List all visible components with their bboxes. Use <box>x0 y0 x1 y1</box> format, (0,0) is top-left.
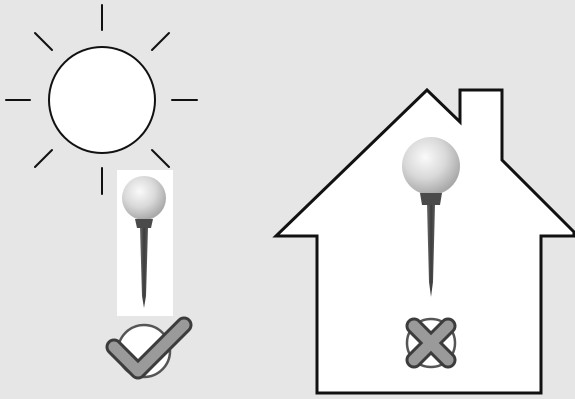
lamp-globe <box>402 137 460 195</box>
cross-mark-fill <box>408 320 454 366</box>
lamp-stake <box>427 205 435 297</box>
house-icon <box>272 87 575 395</box>
lamp-globe <box>122 176 166 220</box>
lamp-stake <box>140 228 148 308</box>
indoor-lamp-icon <box>402 137 460 297</box>
house-outline <box>272 87 575 395</box>
sun-disc <box>48 46 156 154</box>
cross-icon <box>405 317 457 369</box>
check-mark-fill <box>108 319 190 377</box>
outdoor-lamp-icon <box>117 170 173 316</box>
lamp-cap <box>420 193 442 205</box>
sun-icon <box>5 4 198 195</box>
sun-rays <box>5 4 198 195</box>
check-icon <box>105 316 193 380</box>
lamp-cap <box>135 219 153 228</box>
